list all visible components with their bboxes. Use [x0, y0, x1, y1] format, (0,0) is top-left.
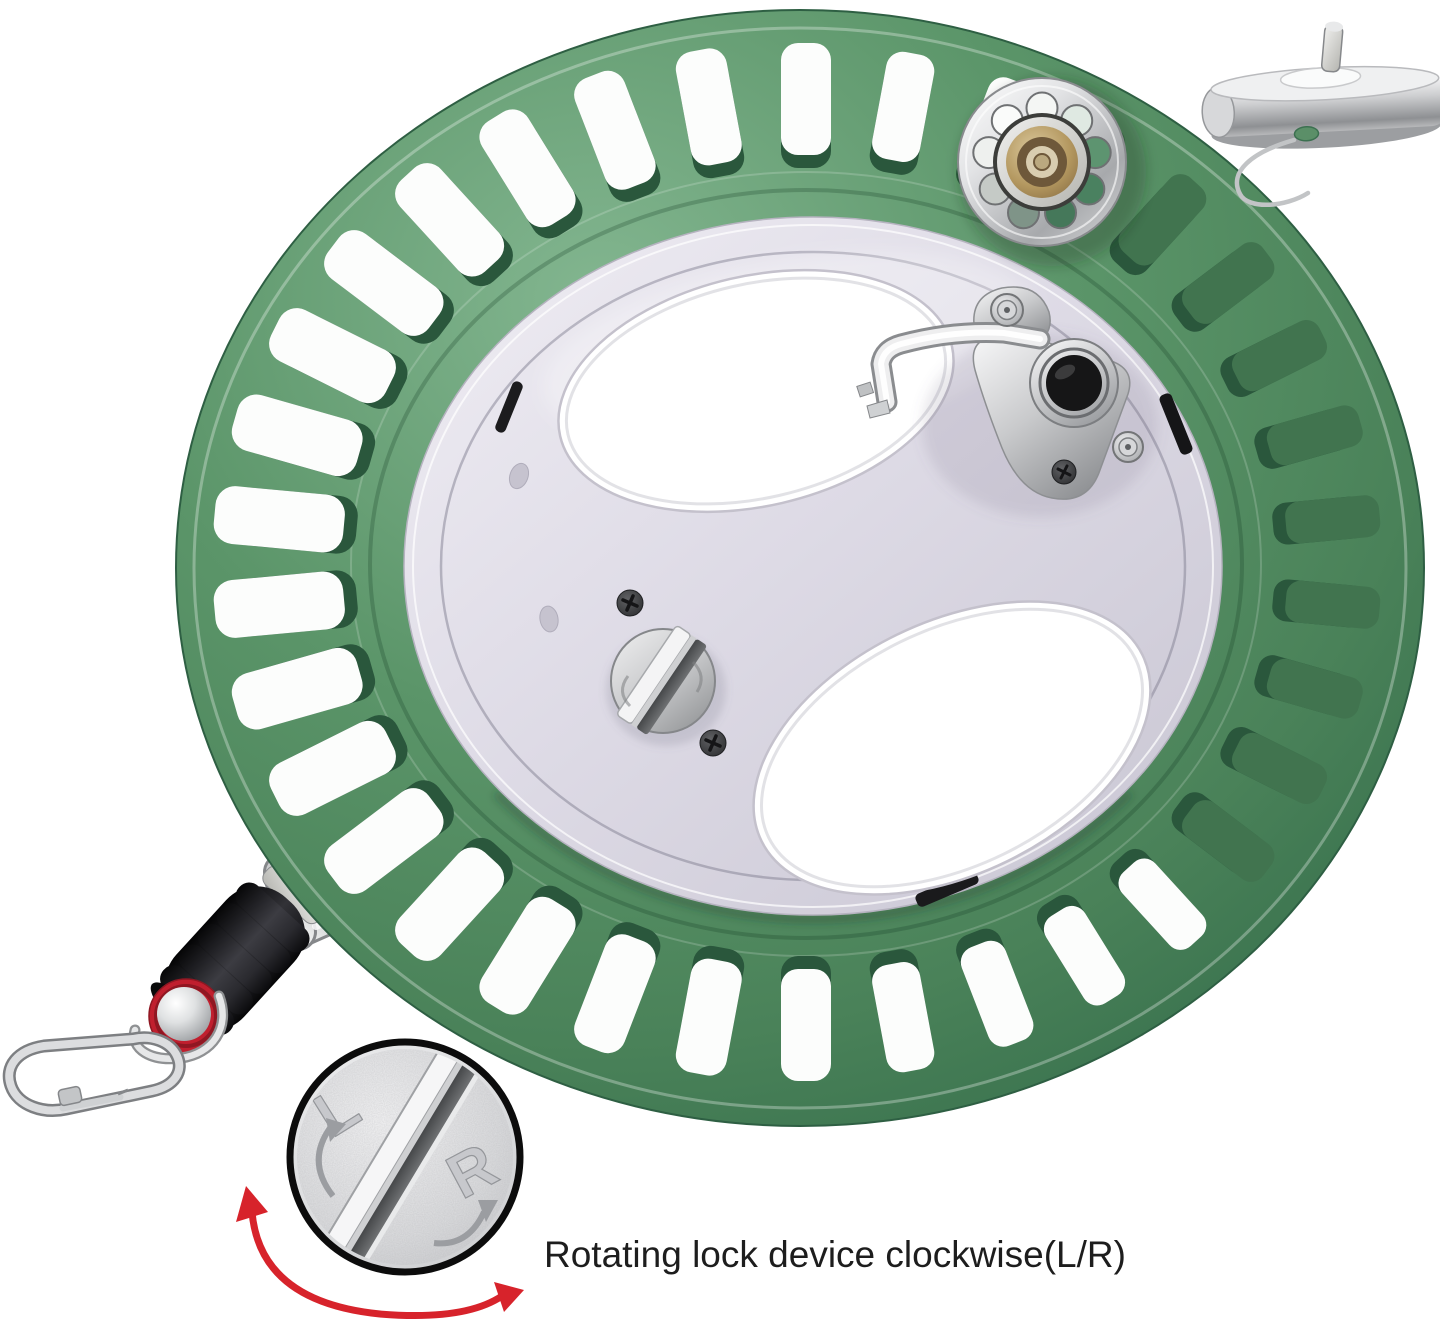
rim-slot [1266, 658, 1363, 719]
rim-slot [781, 43, 831, 155]
rim-slot [324, 788, 444, 894]
rim-slot [269, 720, 396, 816]
winding-knob [957, 77, 1127, 247]
rim-slot [1266, 405, 1363, 466]
rim-slot [872, 51, 935, 163]
rim-slots [213, 43, 1381, 1081]
lock-button [1029, 338, 1119, 428]
rim-slot [675, 48, 742, 166]
rim-slot [1118, 858, 1207, 950]
rim-slot [213, 486, 345, 553]
rim-slot [960, 940, 1034, 1047]
rim-slot [395, 163, 505, 277]
face-screw [616, 589, 644, 617]
rim-slot [675, 958, 742, 1076]
knob-pin [1320, 21, 1344, 73]
rim-slot [1118, 174, 1207, 266]
ball-cap [157, 987, 211, 1041]
inset-ccw-arrow [315, 1126, 336, 1198]
face-cutout-bottom [752, 600, 1152, 896]
rim-slot [1043, 905, 1126, 1006]
hex-screw [1112, 431, 1144, 463]
rim-slot [781, 969, 831, 1081]
rim-slot [1182, 800, 1275, 882]
face-nub [539, 605, 559, 633]
rim-slot [231, 394, 363, 477]
rim-slot [1285, 495, 1381, 544]
rim-slot [269, 308, 396, 404]
carabiner-sleeve [57, 1085, 83, 1107]
lock-lever-assembly [856, 286, 1144, 500]
rim-slot [395, 847, 505, 961]
rim-slot [479, 896, 576, 1015]
rim-slot [1285, 580, 1381, 629]
rim-slot [872, 961, 935, 1073]
rim-slot [1182, 242, 1275, 324]
rim-slot [574, 934, 656, 1054]
caption-text: Rotating lock device clockwise(L/R) [544, 1234, 1126, 1275]
rim-slot [574, 70, 656, 190]
carabiner-clip [2, 1031, 186, 1117]
face-screw [1051, 459, 1077, 485]
face-cutout-top [557, 268, 955, 514]
face-screw [699, 729, 727, 757]
inset-slot-bar [314, 1049, 491, 1265]
green-washer [1293, 125, 1320, 142]
face-dash [495, 381, 523, 433]
rim-slot [231, 647, 363, 730]
face-nub [508, 462, 530, 490]
knob-axle-hub [993, 113, 1091, 211]
rotation-direction-arrow [236, 1186, 524, 1319]
rim-slot [213, 571, 345, 638]
face-dash [1159, 393, 1193, 455]
rim-slot [1231, 732, 1328, 805]
hex-screw [990, 293, 1024, 327]
magnifier-inset: L R [286, 1038, 524, 1276]
rim-slot [324, 230, 444, 336]
crank-side-knob [1201, 21, 1440, 149]
line-guide-wire [1234, 137, 1311, 207]
lock-screw-disc [610, 625, 716, 735]
lever-hook-tip [866, 399, 891, 419]
rim-inner-ridge [368, 188, 1244, 940]
inset-cw-arrow [433, 1210, 487, 1247]
rim-slot [479, 109, 576, 228]
rim-slot [1231, 319, 1328, 392]
carabiner-gate [59, 1093, 124, 1112]
